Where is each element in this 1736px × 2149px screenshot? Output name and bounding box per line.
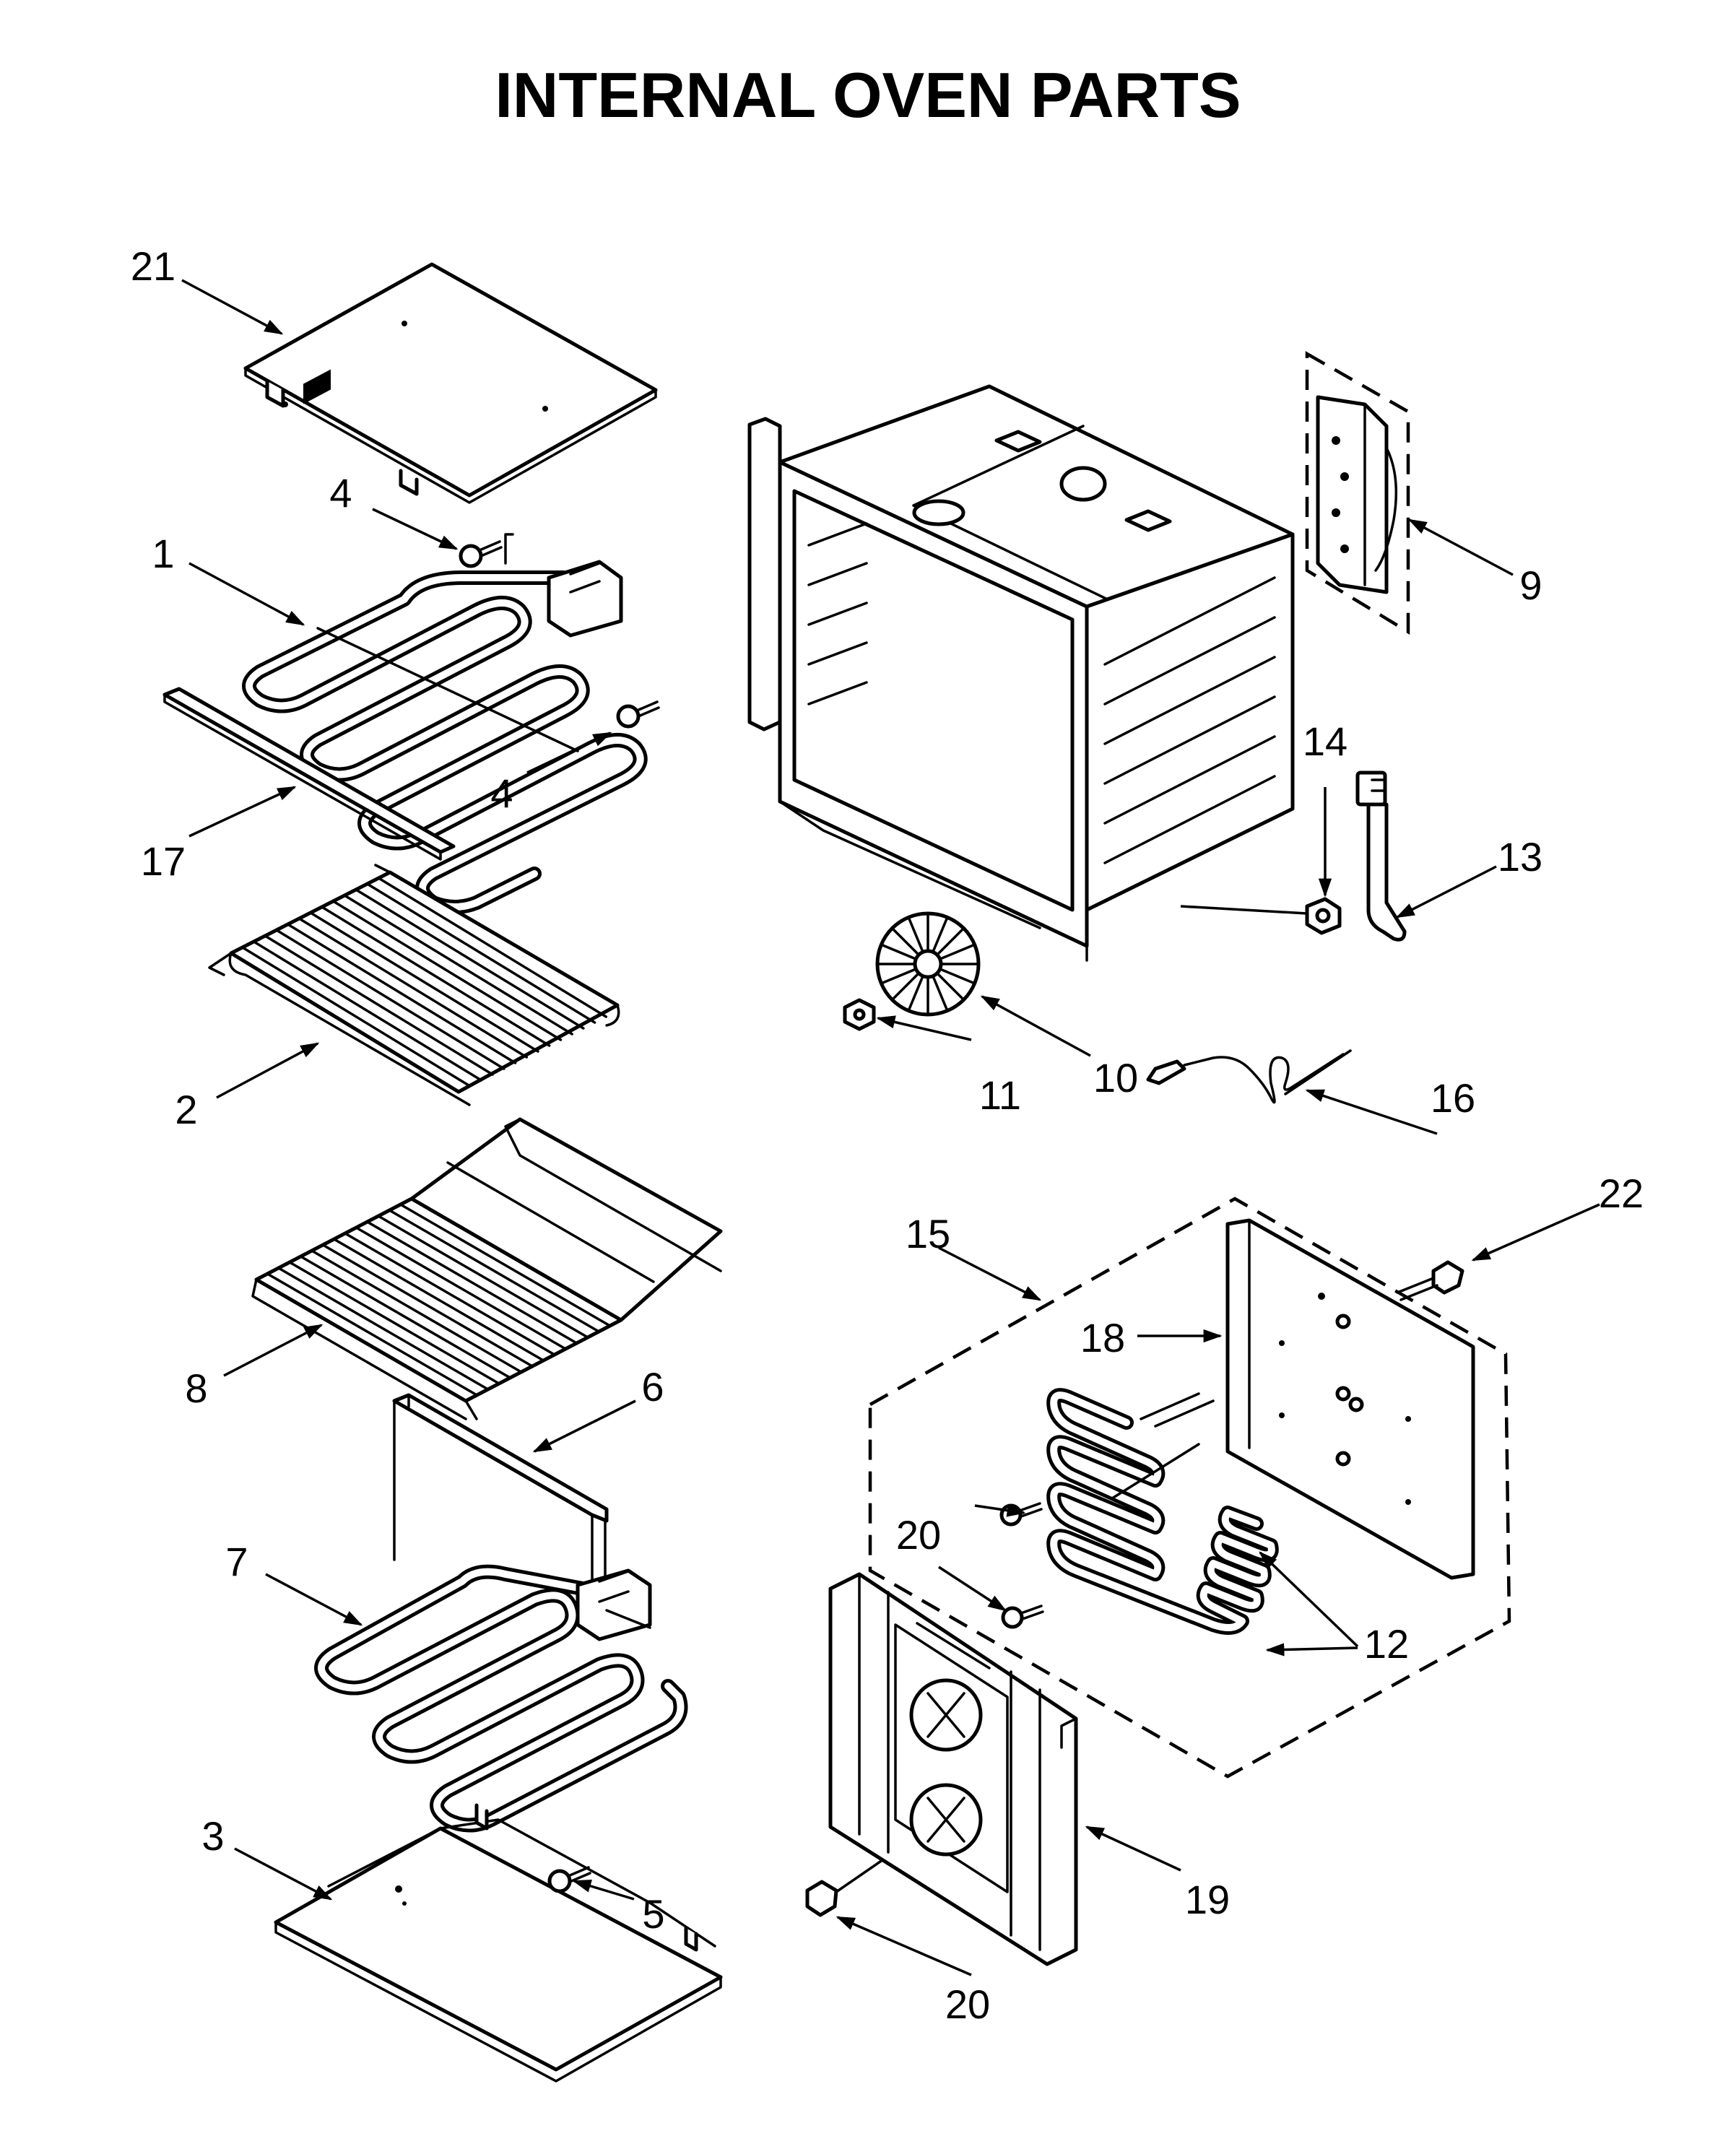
callout-4-lower: 4	[490, 770, 513, 816]
part-17-trim-strip	[162, 687, 456, 861]
callout-8: 8	[185, 1366, 207, 1411]
callout-labels: 21 4 1 4 17 2 8 6 7 3 5 9 14 13 10 11 16…	[131, 243, 1644, 2027]
rack-wire	[311, 1249, 523, 1373]
part-2-oven-rack	[208, 864, 620, 1106]
part-4-screw-upper	[459, 540, 503, 568]
page-title: INTERNAL OVEN PARTS	[495, 59, 1241, 131]
part-20-screw-a	[999, 1502, 1043, 1527]
rack-wire	[321, 1243, 534, 1368]
part-18-rear-plate	[1225, 1218, 1475, 1580]
rack-wire	[266, 1272, 479, 1397]
callout-22: 22	[1599, 1171, 1644, 1216]
rack-wire	[365, 882, 596, 1024]
callout-12: 12	[1364, 1621, 1409, 1667]
callout-13: 13	[1498, 834, 1542, 880]
callout-2: 2	[175, 1087, 197, 1132]
callout-21: 21	[131, 243, 175, 289]
rack-wire	[275, 929, 505, 1070]
rack-wire	[365, 1220, 578, 1345]
rack-wire	[286, 923, 517, 1064]
part-11-nut	[843, 998, 876, 1031]
rack-wire	[277, 1267, 490, 1391]
callout-10: 10	[1093, 1055, 1138, 1100]
part-9-control-board	[1305, 351, 1410, 635]
rack-wire	[298, 917, 529, 1059]
callout-9: 9	[1519, 563, 1542, 608]
rack-wire	[355, 1226, 567, 1350]
rack-wire	[377, 1215, 589, 1339]
part-5-screw	[547, 1866, 591, 1893]
leader-lines	[181, 279, 1600, 1976]
rack-wire	[377, 877, 608, 1018]
part-15-convection-assembly-outline	[868, 1197, 1511, 1779]
part-7-bake-element	[314, 1564, 688, 1833]
callout-16: 16	[1431, 1075, 1475, 1121]
part-13-fan-motor	[1355, 770, 1407, 942]
rack-wire	[299, 1255, 512, 1379]
rack-wire	[252, 940, 483, 1082]
part-22-screw	[1396, 1260, 1464, 1301]
callout-1: 1	[152, 531, 174, 576]
callout-7: 7	[225, 1539, 248, 1584]
part-20-screw-b	[1001, 1605, 1044, 1629]
callout-19: 19	[1185, 1877, 1230, 1922]
rack-wire	[388, 1209, 601, 1333]
callout-17: 17	[141, 838, 186, 884]
callout-20-upper: 20	[896, 1512, 941, 1558]
callout-4-upper: 4	[329, 470, 352, 516]
part-14-hex-nut	[1305, 897, 1342, 935]
rack-wire	[320, 906, 551, 1047]
part-10-fan-blade	[875, 911, 981, 1017]
rack-wire	[344, 1232, 556, 1356]
part-6-side-strip	[392, 1393, 609, 1590]
rack-wire	[399, 1203, 612, 1327]
part-19-fan-cover	[828, 1572, 1078, 1966]
part-16-temp-probe	[1146, 1049, 1352, 1104]
part-4-screw-lower	[616, 700, 660, 729]
rack-wire	[264, 934, 494, 1076]
callout-11: 11	[979, 1072, 1021, 1118]
callout-3: 3	[201, 1813, 224, 1859]
part-12-convection-element	[1046, 1388, 1279, 1635]
callout-6: 6	[641, 1364, 664, 1410]
part-8-extension-rack	[251, 1117, 723, 1420]
callout-18: 18	[1080, 1315, 1125, 1360]
rack-wire	[355, 888, 585, 1030]
callout-15: 15	[906, 1211, 950, 1256]
callout-5: 5	[642, 1891, 664, 1937]
callout-14: 14	[1303, 718, 1347, 764]
part-1-broil-element	[242, 533, 648, 914]
rack-wire	[343, 894, 573, 1036]
part-3-bottom-panel	[274, 1803, 723, 2083]
part-21-top-panel	[243, 262, 658, 504]
rack-wire	[331, 900, 563, 1041]
rack-wire	[240, 946, 472, 1087]
rack-wire	[309, 911, 539, 1053]
rack-wire	[332, 1238, 545, 1362]
rack-wire	[288, 1261, 500, 1385]
oven-cavity	[747, 384, 1295, 962]
callout-20-lower: 20	[945, 1981, 990, 2027]
